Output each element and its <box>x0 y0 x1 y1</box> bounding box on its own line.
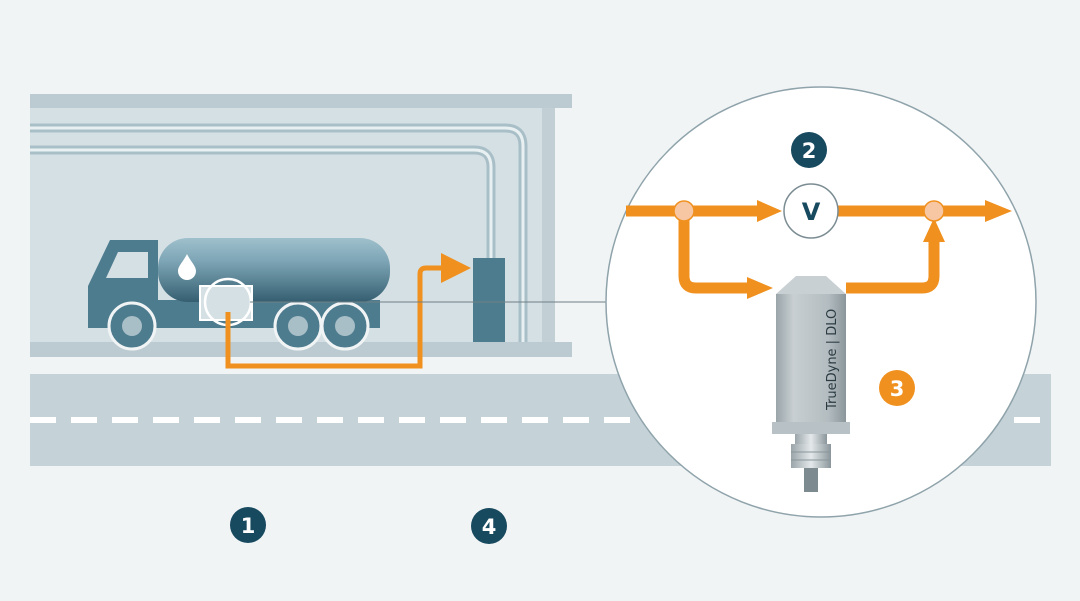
truck-window <box>106 252 148 278</box>
marker-1: 1 <box>230 507 266 543</box>
arrow-head-bypass-in <box>747 277 773 299</box>
junction-merge <box>923 200 945 222</box>
sensor-body <box>776 294 846 424</box>
svg-text:4: 4 <box>482 515 497 539</box>
fuel-inlet-box <box>473 258 505 342</box>
sensor-cable <box>804 468 818 492</box>
sensor-top-cap <box>776 276 846 294</box>
arrow-head-main-out <box>985 200 1012 222</box>
truck-rear-wheel-1-hub <box>288 316 308 336</box>
sensor-fitting-nut <box>791 444 831 468</box>
junction-split <box>673 200 695 222</box>
overhead-pipe-outer-highlight <box>30 126 525 342</box>
bypass-flow-down <box>678 211 752 294</box>
volume-meter-symbol: V <box>802 198 821 226</box>
truedyne-dlo-sensor: TrueDyne | DLO <box>772 276 850 492</box>
truck-rear-wheel-2-hub <box>335 316 355 336</box>
station-right-wall <box>542 108 555 342</box>
marker-3: 3 <box>879 370 915 406</box>
svg-text:3: 3 <box>890 377 905 401</box>
sensor-label: TrueDyne | DLO <box>825 309 840 411</box>
marker-4: 4 <box>471 508 507 544</box>
overhead-pipe-inner-highlight <box>30 148 493 258</box>
station-roof <box>30 94 572 108</box>
droplet-icon <box>178 254 196 280</box>
svg-text:1: 1 <box>241 514 256 538</box>
bypass-flow-up <box>846 236 940 294</box>
sensor-fitting-neck <box>795 434 827 444</box>
tanker-truck <box>88 238 390 351</box>
arrow-head-bypass-up <box>923 218 945 242</box>
truck-front-wheel-hub <box>122 316 142 336</box>
sensor-base <box>772 422 850 434</box>
volume-meter <box>783 183 839 239</box>
arrow-head-main-in <box>757 200 782 222</box>
fuel-transfer-line <box>225 253 471 369</box>
marker-2: 2 <box>791 132 827 168</box>
svg-text:2: 2 <box>802 139 817 163</box>
